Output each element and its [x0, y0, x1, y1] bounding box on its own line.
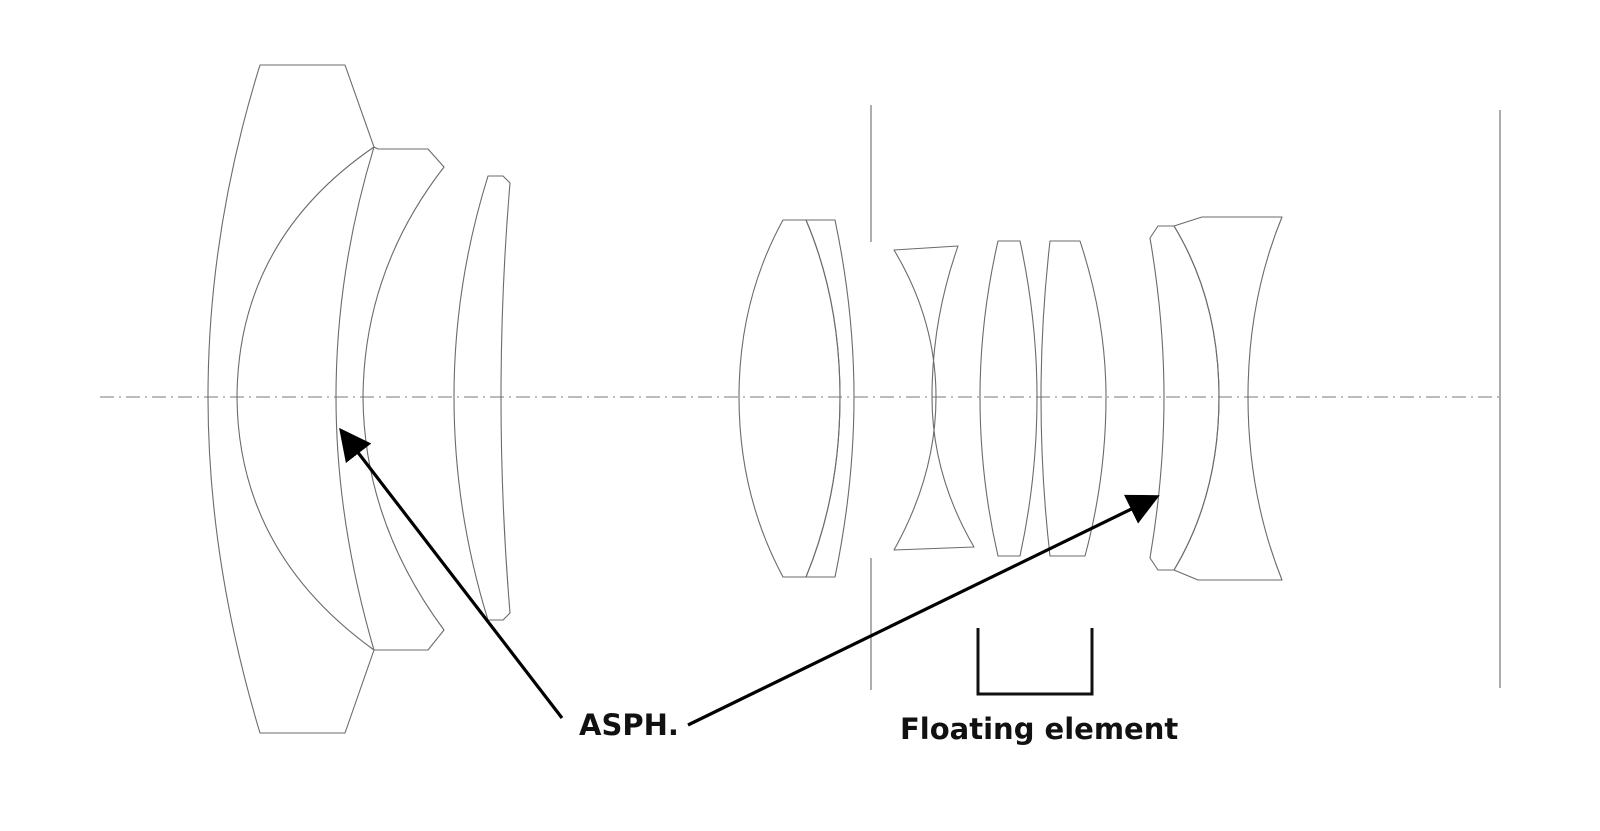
- lens-element-1: [207, 64, 375, 734]
- floating-element-bracket: [976, 628, 1094, 696]
- lens-element-4b: [805, 219, 855, 578]
- lens-element-9: [1173, 216, 1283, 581]
- lens-element-6-floating: [979, 240, 1038, 557]
- asph-arrow-2: [687, 494, 1160, 727]
- lens-element-2: [335, 146, 445, 651]
- lens-element-3: [453, 175, 511, 621]
- lens-element-7-floating: [1040, 240, 1107, 557]
- asph-label: ASPH.: [579, 708, 679, 742]
- lens-element-8: [1149, 225, 1220, 571]
- lens-element-5: [893, 245, 975, 551]
- asph-arrow-1: [339, 427, 564, 719]
- floating-element-label: Floating element: [900, 712, 1179, 746]
